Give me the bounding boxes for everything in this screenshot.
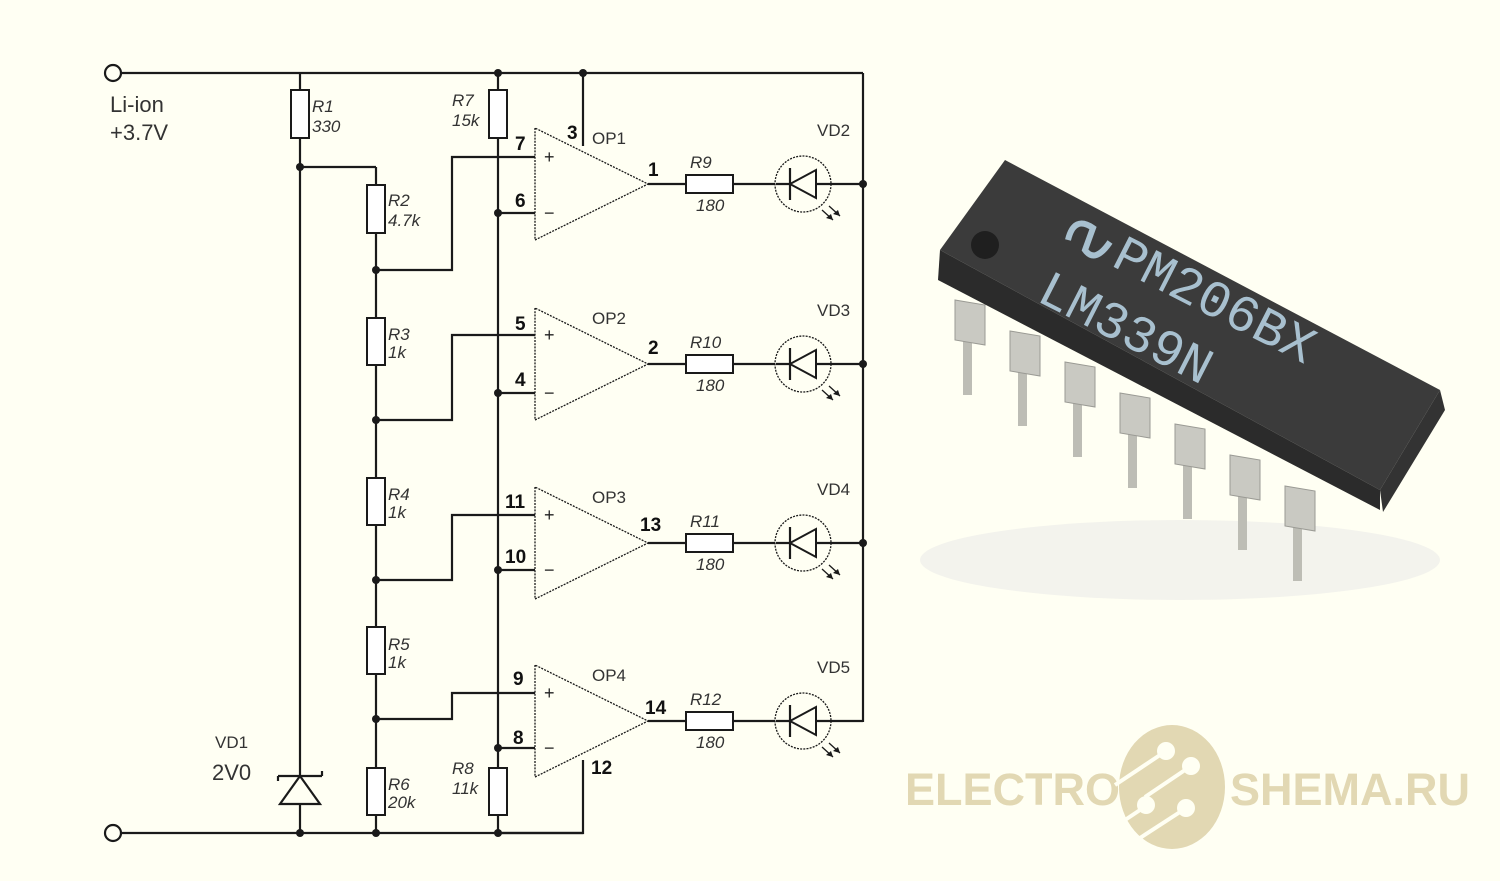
supply-voltage: +3.7V [110,120,168,145]
pin-gnd: 12 [591,758,612,779]
pin-plus-op3: 11 [505,492,526,513]
comparator-op3 [534,485,650,601]
label-r7: R7 [452,91,474,110]
pin-out-op4: 14 [645,698,667,719]
led-vd5 [774,692,863,758]
resistor-r5 [366,626,386,675]
national-semiconductor-logo-icon [1065,220,1113,259]
value-r8: 11k [452,779,480,798]
value-r3: 1k [388,343,407,362]
label-op2: OP2 [592,309,626,328]
pin-minus-op3: 10 [505,547,526,568]
minus-sign: − [544,738,555,758]
label-r1: R1 [312,97,334,116]
minus-sign: − [544,203,555,223]
pin-plus-op1: 7 [515,134,526,155]
led-vd3 [774,335,863,401]
watermark-left: ELECTRO [905,764,1120,815]
label-op4: OP4 [592,666,626,685]
resistor-r2 [366,184,386,234]
value-r4: 1k [388,503,407,522]
value-r7: 15k [452,111,481,130]
label-op3: OP3 [592,488,626,507]
pin-plus-op4: 9 [513,669,524,690]
label-r10: R10 [690,333,722,352]
label-vd4: VD4 [817,480,850,499]
terminal-positive [103,63,123,83]
pin-plus-op2: 5 [515,314,526,335]
value-vd1: 2V0 [212,760,251,785]
resistor-r3 [366,317,386,366]
value-r1: 330 [312,117,341,136]
resistor-r4 [366,477,386,526]
resistor-r10 [685,354,734,374]
pin-out-op2: 2 [648,338,659,359]
led-vd4 [774,514,863,580]
value-r10: 180 [696,376,725,395]
pin-minus-op2: 4 [515,370,526,391]
resistor-r1 [290,89,310,139]
comparator-op4 [534,663,650,779]
value-r5: 1k [388,653,407,672]
resistor-r9 [685,174,734,194]
resistor-r8 [488,767,508,816]
resistor-r11 [685,533,734,553]
watermark-logo-icon [1113,725,1225,849]
label-r2: R2 [388,191,410,210]
label-r8: R8 [452,759,474,778]
label-r12: R12 [690,690,722,709]
pin-minus-op4: 8 [513,728,524,749]
label-r6: R6 [388,775,410,794]
lm339n-chip-photo: PM206BX LM339N [920,160,1445,600]
led-vd2 [774,155,863,221]
label-r11: R11 [690,512,720,531]
terminal-ground [103,823,123,843]
label-op1: OP1 [592,129,626,148]
value-r6: 20k [387,793,417,812]
label-r5: R5 [388,635,410,654]
value-r9: 180 [696,196,725,215]
pin-out-op3: 13 [640,515,661,536]
value-r12: 180 [696,733,725,752]
label-vd1: VD1 [215,733,248,752]
plus-sign: + [544,147,555,167]
label-r4: R4 [388,485,410,504]
watermark-right: SHEMA.RU [1230,764,1470,815]
plus-sign: + [544,683,555,703]
minus-sign: − [544,560,555,580]
pin-minus-op1: 6 [515,191,526,212]
comparator-op1 [534,126,650,242]
label-vd3: VD3 [817,301,850,320]
comparator-op2 [534,306,650,422]
supply-name: Li-ion [110,92,164,117]
value-r2: 4.7k [388,211,422,230]
pin-out-op1: 1 [648,160,659,181]
value-r11: 180 [696,555,725,574]
plus-sign: + [544,325,555,345]
resistor-r12 [685,711,734,731]
label-r3: R3 [388,325,410,344]
label-r9: R9 [690,153,712,172]
pin-vcc: 3 [567,123,578,144]
resistor-r7 [488,89,508,139]
minus-sign: − [544,383,555,403]
label-vd2: VD2 [817,121,850,140]
label-vd5: VD5 [817,658,850,677]
zener-diode-vd1 [276,771,324,806]
resistor-r6 [366,767,386,816]
plus-sign: + [544,505,555,525]
